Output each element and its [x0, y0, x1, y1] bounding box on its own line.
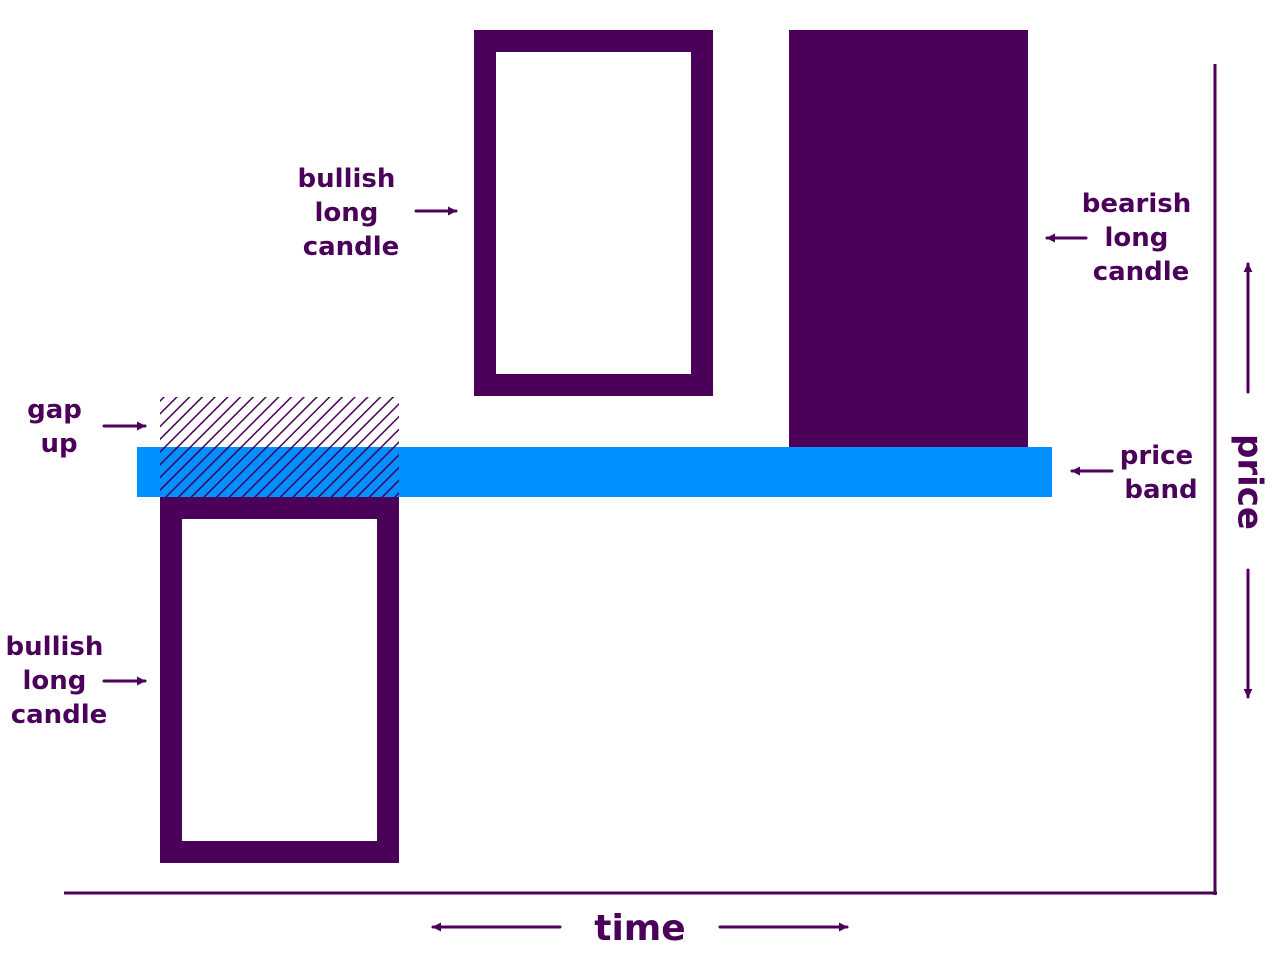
time-axis-label: time: [594, 908, 685, 949]
bearish-candle: [789, 30, 1028, 450]
label-bullish-bottom: bullish long candle: [6, 632, 113, 730]
label-gap-up: gap up: [27, 395, 91, 459]
gap-up-hatch: [160, 397, 399, 497]
label-bullish-top: bullish long candle: [298, 164, 405, 262]
label-price-band: price band: [1120, 441, 1202, 505]
price-axis-label: price: [1230, 434, 1270, 530]
bullish-candle-bottom: [160, 497, 399, 863]
bullish-candle-top: [474, 30, 713, 396]
axes: [64, 64, 1217, 895]
label-bearish: bearish long candle: [1082, 189, 1201, 287]
